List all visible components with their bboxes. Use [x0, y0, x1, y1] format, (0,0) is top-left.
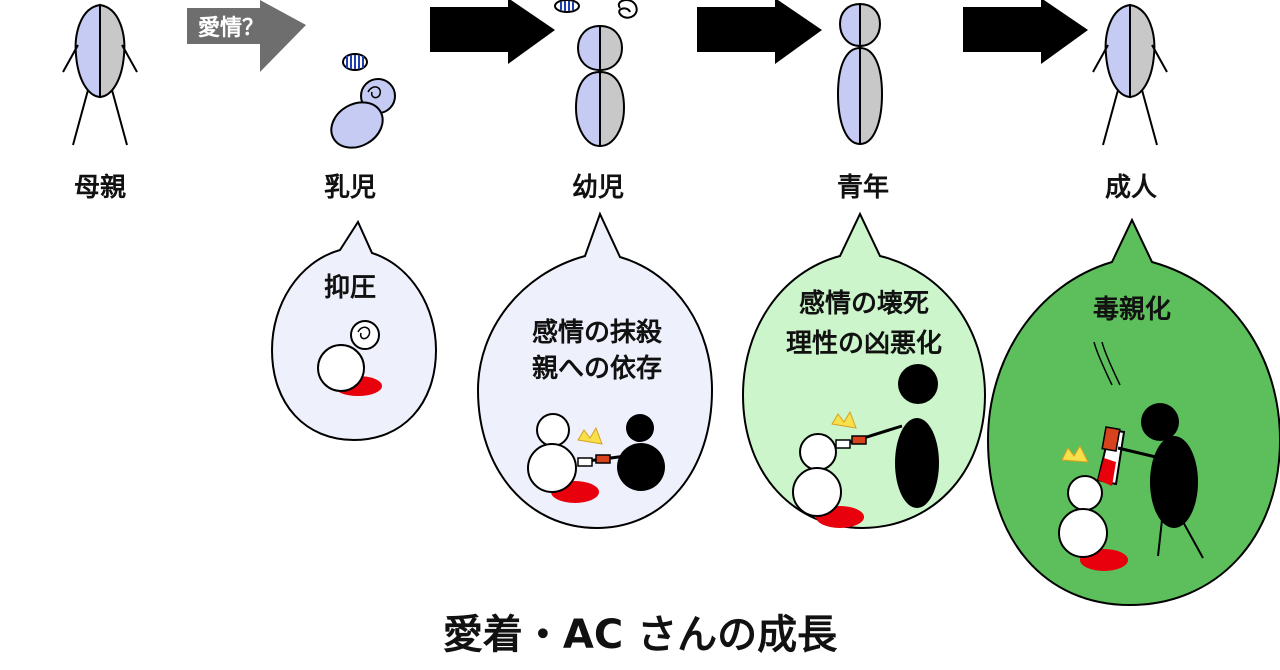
- affection-arrow: 愛情？: [187, 0, 306, 72]
- stage-label-infant: 乳児: [324, 173, 376, 203]
- diagram-title: 愛着・AC さんの成長: [443, 612, 838, 658]
- bubble-adolescent: 感情の壊死 理性の凶悪化: [741, 211, 987, 530]
- toddler-figure: [554, 0, 638, 148]
- adult-figure: [1092, 3, 1168, 146]
- black-arrow-1: [430, 0, 555, 64]
- bubble-adult-line-1: 毒親化: [1093, 295, 1171, 325]
- stage-label-adult: 成人: [1105, 173, 1157, 203]
- black-arrow-2: [697, 0, 822, 64]
- bubble-adolescent-line-2: 理性の凶悪化: [786, 329, 942, 359]
- bubble-toddler: 感情の抹殺 親への依存: [476, 211, 714, 530]
- mother-figure: [62, 3, 138, 146]
- infant-figure: [330, 53, 396, 149]
- bubble-adolescent-line-1: 感情の壊死: [799, 289, 929, 319]
- bubble-toddler-line-2: 親への依存: [532, 354, 662, 384]
- adolescent-figure: [836, 2, 884, 146]
- bubble-adult: 毒親化: [986, 217, 1280, 607]
- bubble-infant-line-1: 抑圧: [324, 273, 376, 303]
- stage-label-mother: 母親: [74, 173, 126, 203]
- affection-arrow-label: 愛情？: [198, 15, 264, 41]
- black-arrow-3: [963, 0, 1088, 64]
- stage-label-toddler: 幼児: [572, 173, 624, 203]
- bubble-toddler-line-1: 感情の抹殺: [532, 318, 663, 348]
- stage-label-adolescent: 青年: [837, 172, 889, 203]
- bubble-infant: 抑圧: [270, 219, 438, 442]
